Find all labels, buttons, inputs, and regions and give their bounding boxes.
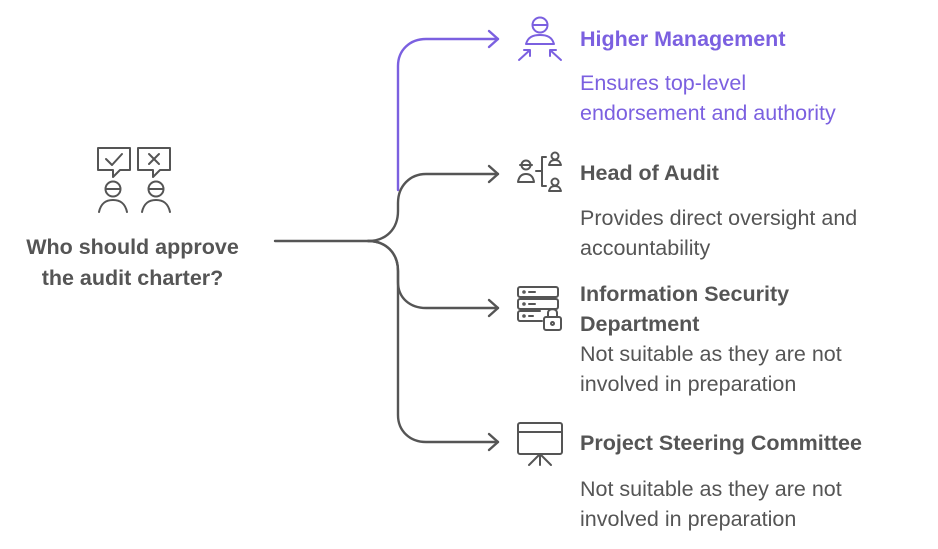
option-title-line: Information Security [580, 282, 790, 306]
option-desc-line: Not suitable as they are not [580, 342, 842, 366]
option-desc-line: Not suitable as they are not [580, 477, 842, 501]
option-desc-line: Ensures top-level [580, 71, 747, 95]
connector-head-of-audit [273, 172, 500, 243]
root-question-line2: the audit charter? [41, 266, 224, 290]
option-desc-line: Provides direct oversight and [580, 206, 858, 230]
arrowhead-higher-management [487, 29, 500, 49]
org-hierarchy-icon [517, 151, 562, 192]
root-question: Who should approve the audit charter? [10, 232, 255, 294]
option-desc-higher-management: Ensures top-level endorsement and author… [580, 68, 920, 128]
option-title-information-security: Information Security Department [580, 279, 789, 339]
option-title-line: Project Steering Committee [580, 431, 862, 455]
option-title-line: Higher Management [580, 27, 786, 51]
connector-information-security [366, 239, 500, 310]
option-desc-line: accountability [580, 236, 711, 260]
arrowhead-head-of-audit [487, 164, 500, 184]
connector-higher-management [396, 37, 500, 192]
option-desc-project-steering: Not suitable as they are not involved in… [580, 474, 920, 534]
server-lock-icon [517, 286, 562, 331]
option-title-line: Head of Audit [580, 161, 719, 185]
option-title-higher-management: Higher Management [580, 24, 785, 54]
connector-project-steering [366, 239, 500, 444]
arrowhead-information-security [487, 298, 500, 318]
option-desc-information-security: Not suitable as they are not involved in… [580, 339, 920, 399]
option-desc-head-of-audit: Provides direct oversight and accountabi… [580, 203, 920, 263]
option-desc-line: involved in preparation [580, 507, 797, 531]
option-desc-line: endorsement and authority [580, 101, 836, 125]
presentation-board-icon [517, 422, 563, 466]
root-question-line1: Who should approve [26, 235, 239, 259]
approval-people-icon [97, 147, 171, 213]
option-title-line: Department [580, 312, 700, 336]
manager-arrows-icon [518, 16, 562, 61]
option-title-head-of-audit: Head of Audit [580, 158, 719, 188]
arrowhead-project-steering [487, 432, 500, 452]
option-title-project-steering: Project Steering Committee [580, 428, 862, 458]
option-desc-line: involved in preparation [580, 372, 797, 396]
